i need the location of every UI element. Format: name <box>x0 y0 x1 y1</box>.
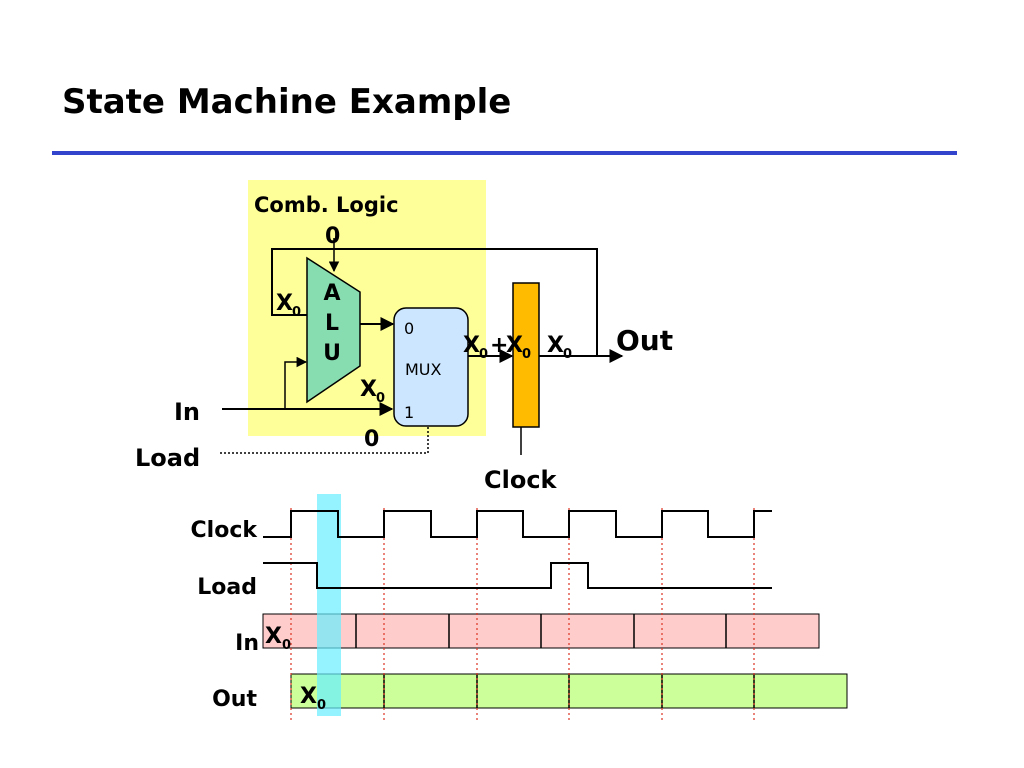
clock-label: Clock <box>484 466 558 494</box>
svg-text:0: 0 <box>376 391 385 406</box>
alu-letter-a: A <box>323 281 340 306</box>
mux-block <box>393 307 469 427</box>
register-block <box>512 282 540 428</box>
svg-text:0: 0 <box>563 347 572 362</box>
svg-text:0: 0 <box>292 305 301 320</box>
in-first-value: X 0 <box>265 624 291 653</box>
mux-input-0-label: 0 <box>404 319 414 338</box>
svg-text:0: 0 <box>479 347 488 362</box>
svg-text:+: + <box>490 333 508 358</box>
comb-logic-label: Comb. Logic <box>254 193 399 217</box>
clock-waveform <box>263 510 772 538</box>
svg-text:X: X <box>360 377 377 402</box>
svg-text:X: X <box>506 333 523 358</box>
timing-out-label: Out <box>212 687 257 712</box>
load-value: 0 <box>364 427 379 452</box>
svg-text:0: 0 <box>317 698 326 713</box>
svg-text:X: X <box>547 333 564 358</box>
svg-text:X: X <box>265 624 282 649</box>
out-label: Out <box>616 324 673 357</box>
load-waveform <box>263 562 772 589</box>
mux-label: MUX <box>405 360 442 379</box>
load-label: Load <box>135 444 200 472</box>
slide-title: State Machine Example <box>62 82 512 122</box>
out-first-value: X 0 <box>300 684 326 713</box>
svg-text:0: 0 <box>522 347 531 362</box>
alu-letter-l: L <box>325 311 339 336</box>
svg-text:X: X <box>276 291 293 316</box>
alu-block <box>306 256 361 404</box>
register-output-value: X 0 <box>547 333 572 362</box>
in-to-alu-wire <box>284 356 308 409</box>
timing-in-label: In <box>235 631 259 656</box>
alu-letter-u: U <box>323 341 341 366</box>
timing-load-label: Load <box>197 575 257 600</box>
title-underline <box>52 151 957 155</box>
mux-output-value: X 0 + X 0 <box>463 333 531 362</box>
timing-clock-label: Clock <box>191 518 259 543</box>
svg-text:X: X <box>463 333 480 358</box>
alu-top-input-value: 0 <box>325 224 340 249</box>
mux-input-1-label: 1 <box>404 403 414 422</box>
mux-input-1-value: X 0 <box>360 377 385 406</box>
feedback-wire <box>271 248 598 356</box>
in-label: In <box>174 398 200 426</box>
load-wire <box>220 427 429 454</box>
svg-text:X: X <box>300 684 317 709</box>
alu-left-input-value: X 0 <box>276 291 301 320</box>
svg-text:0: 0 <box>282 638 291 653</box>
